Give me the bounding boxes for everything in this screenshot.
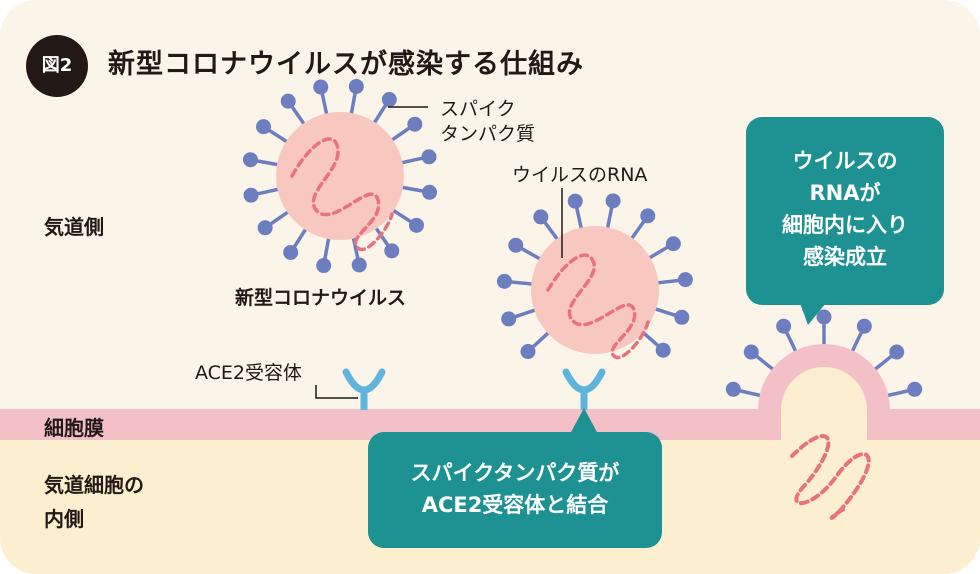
spike-protein [256,119,272,135]
spike-protein [508,237,524,253]
page-title: 新型コロナウイルスが感染する仕組み [108,49,584,80]
spike-protein [384,243,400,259]
spike-protein [677,272,693,288]
spike-protein [407,116,423,132]
spike-protein [313,79,329,95]
cell-inside-label-line2: 内側 [44,507,84,531]
virus-name-label: 新型コロナウイルス [235,287,407,309]
ace2-receptor-free [342,368,386,394]
spike-protein [242,152,258,168]
spike-protein [665,236,681,252]
airway-side-label: 気道側 [44,215,104,239]
spike-protein [640,208,656,224]
spike-protein [907,381,923,397]
ace2-leader [315,385,358,399]
spike-protein [316,258,332,274]
spike-protein [889,344,905,360]
spike-protein [243,187,259,203]
ace2-receptor-bound [562,368,606,394]
cell-inside-label-line1: 気道細胞の [44,473,144,497]
spike-protein [674,309,690,325]
binding-callout-line1: スパイクタンパク質が [410,461,620,485]
spike-protein [533,209,549,225]
spike-protein [520,344,536,360]
spike-protein [422,184,438,200]
spike-protein [776,318,792,334]
ace2-receptor-label: ACE2受容体 [195,362,303,384]
spike-protein [605,193,621,209]
spike-protein [348,78,364,94]
spike-protein [408,217,424,233]
spike-protein [280,93,296,109]
spike-protein [351,257,367,273]
spike-protein [421,149,437,165]
released-rna [790,434,871,520]
spike-protein [381,92,397,108]
spike-protein [257,220,273,236]
infection-callout-line2: RNAが [809,181,881,205]
virus-envelope [276,112,404,240]
virus-envelope [531,226,659,354]
free-virus [242,78,438,274]
viral-rna [290,137,394,252]
spike-protein [856,318,872,334]
infection-callout-line4: 感染成立 [803,245,887,269]
viral-rna [546,253,650,360]
spike-protein [743,344,759,360]
membrane-bulge [758,344,890,410]
membrane-label: 細胞膜 [44,416,104,440]
virus-rna-label: ウイルスのRNA [512,164,648,186]
spike-protein-label-line1: スパイク [440,98,516,120]
spike-protein [725,381,741,397]
spike-protein [816,309,832,325]
spike-protein [496,273,512,289]
binding-callout-box [368,432,662,548]
spike-protein-label-line2: タンパク質 [440,123,536,145]
entering-virus [725,309,923,398]
infection-callout-line1: ウイルスの [792,149,898,173]
spike-protein [655,342,671,358]
spike-protein [283,244,299,260]
binding-virus [496,193,693,360]
binding-callout-line2: ACE2受容体と結合 [421,493,609,517]
spike-protein [501,311,517,327]
infection-callout-line3: 細胞内に入り [782,213,908,237]
spike-protein [567,193,583,209]
infection-callout-box [746,117,944,305]
figure-badge: 図2 [26,35,88,97]
